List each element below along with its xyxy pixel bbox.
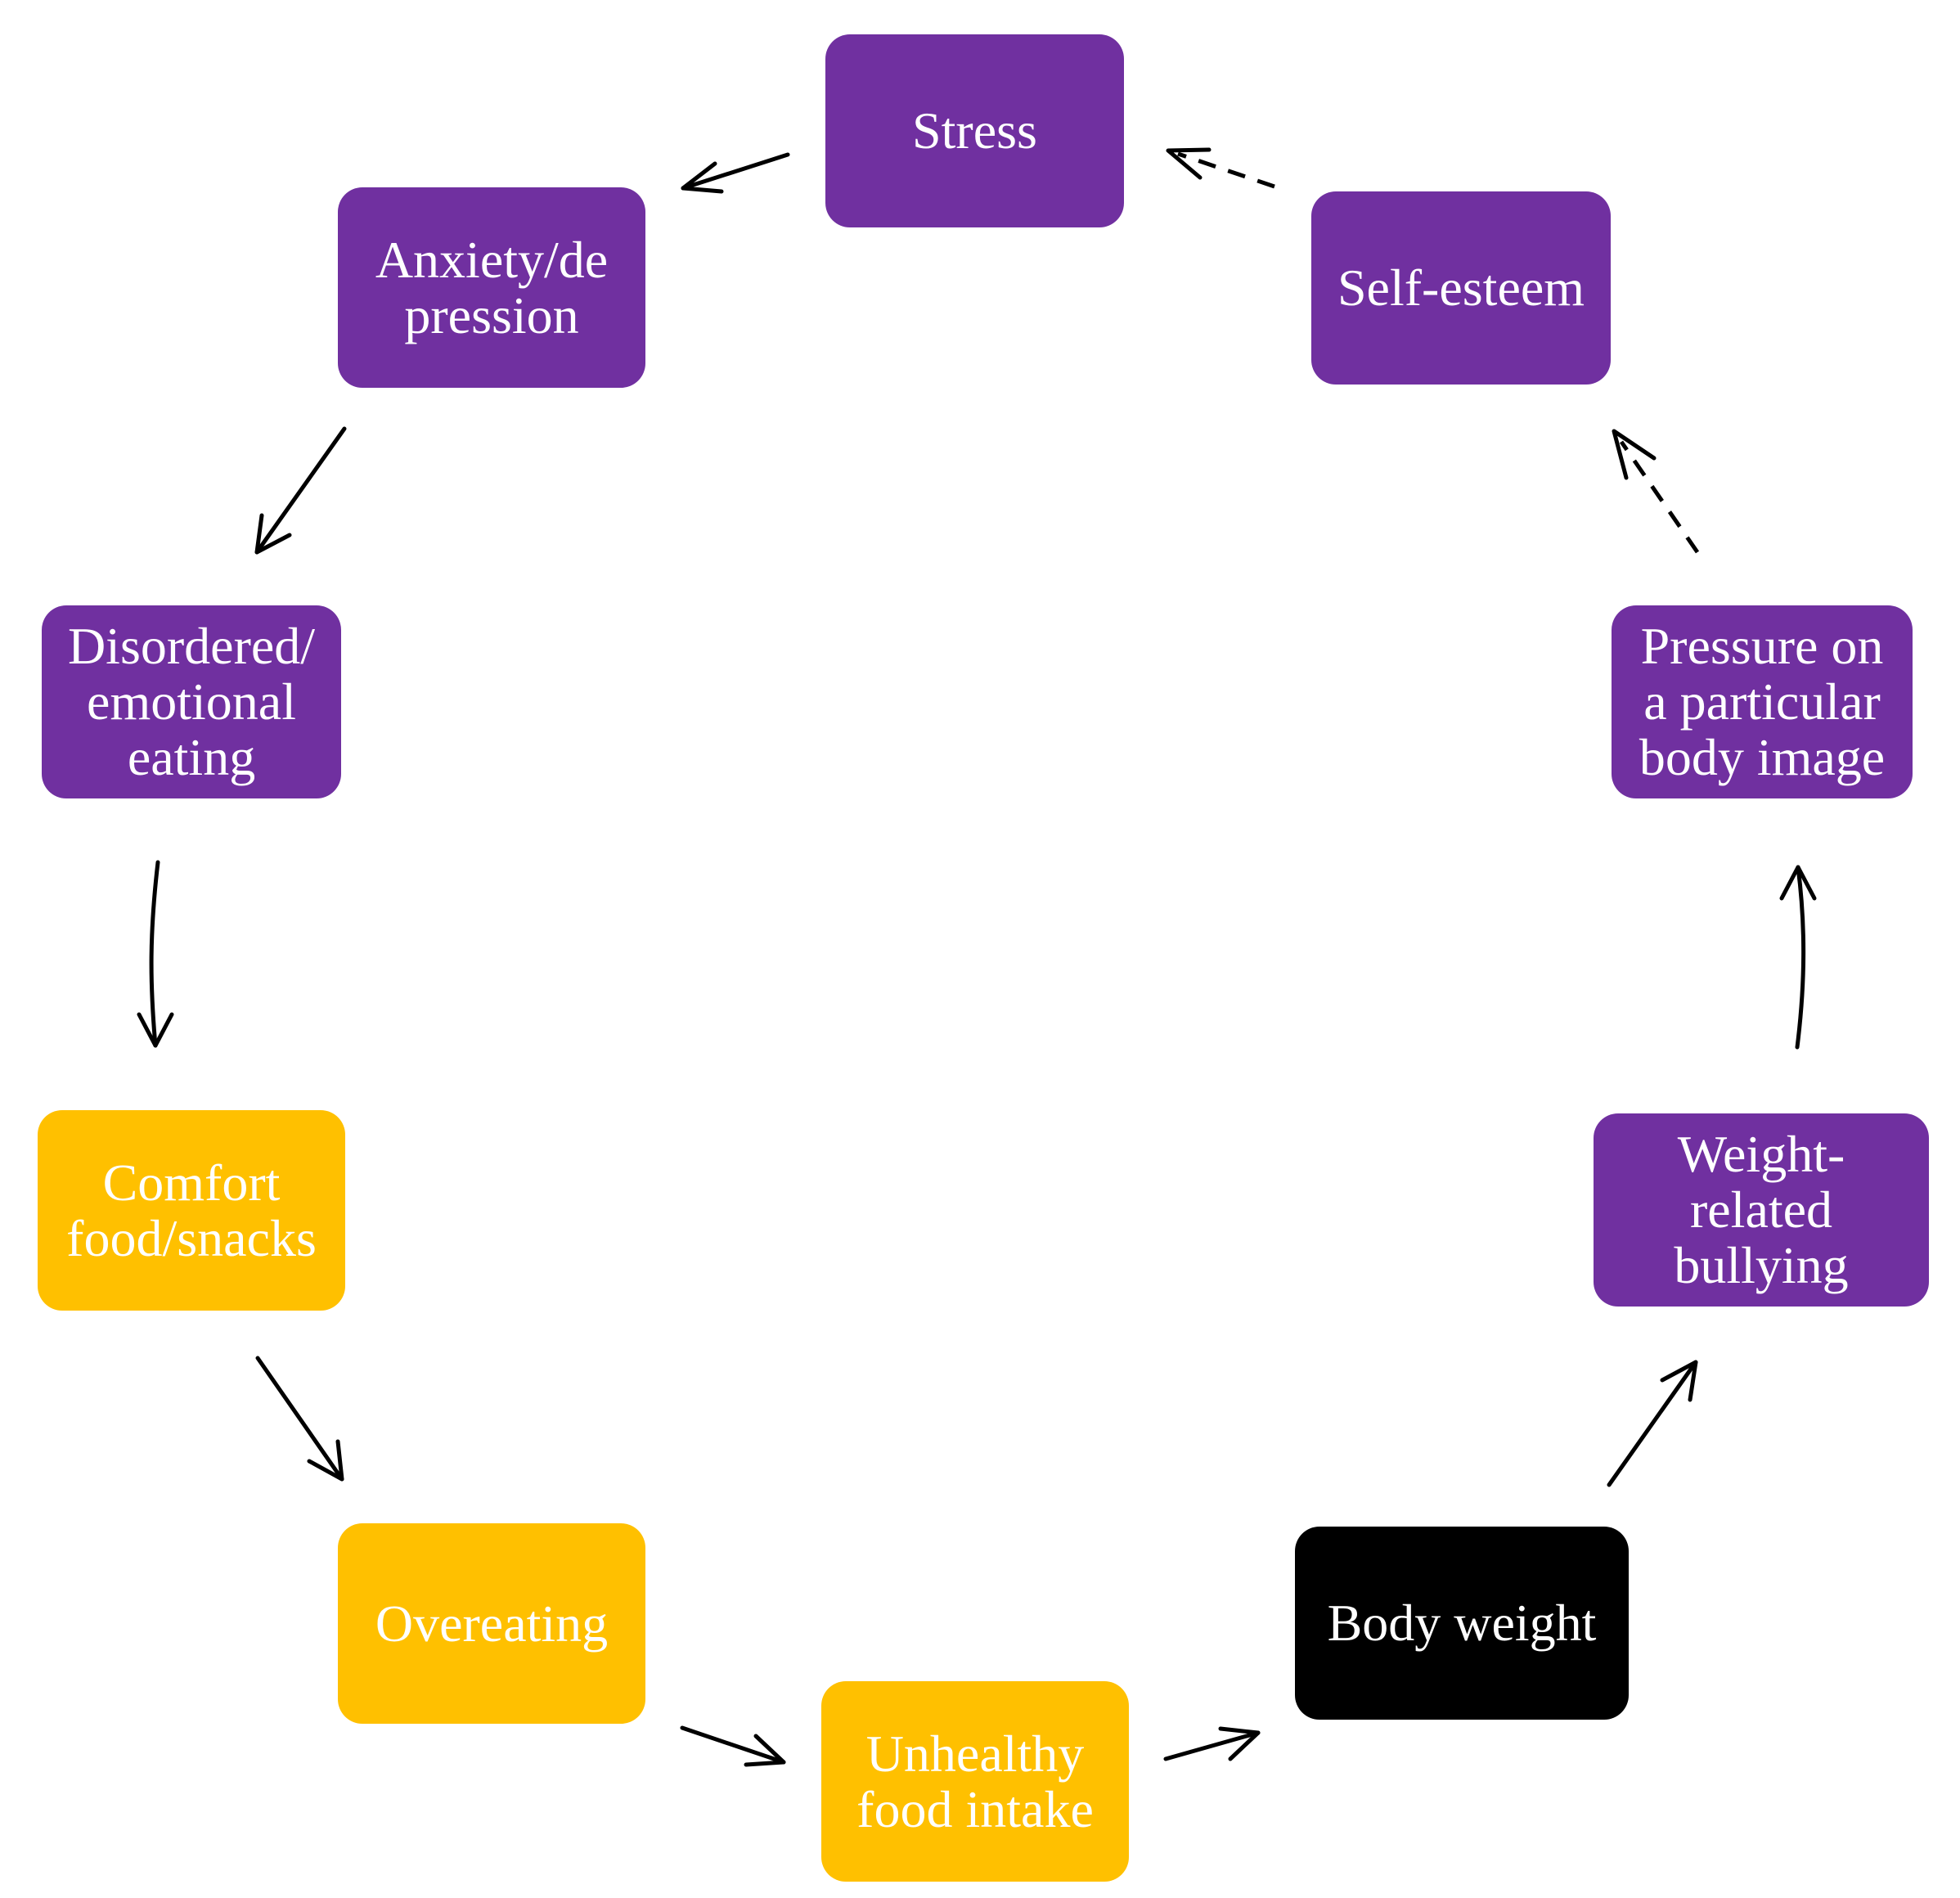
arrow-comfort-food-to-overeating	[255, 1356, 344, 1482]
node-disordered-eating: Disordered/ emotional eating	[42, 605, 341, 798]
node-label-comfort-food: Comfort food/snacks	[66, 1153, 317, 1267]
arrow-pressure-to-self-esteem	[1612, 429, 1700, 554]
arrow-body-weight-to-weight-bullying	[1607, 1360, 1698, 1487]
arrow-anxiety-to-disordered-eating	[254, 426, 347, 555]
node-overeating: Overeating	[338, 1523, 645, 1724]
node-stress: Stress	[825, 34, 1124, 227]
node-label-pressure-body-image: Pressure on a particular body image	[1639, 617, 1886, 786]
node-self-esteem: Self-esteem	[1311, 191, 1611, 385]
node-pressure-body-image: Pressure on a particular body image	[1612, 605, 1913, 798]
node-unhealthy-food: Unhealthy food intake	[821, 1681, 1129, 1882]
node-label-body-weight: Body weight	[1327, 1594, 1597, 1652]
arrow-overeating-to-unhealthy-food	[680, 1725, 786, 1767]
node-label-weight-bullying: Weight- related bullying	[1674, 1125, 1849, 1294]
node-weight-bullying: Weight- related bullying	[1594, 1113, 1929, 1307]
node-label-disordered-eating: Disordered/ emotional eating	[67, 617, 316, 786]
node-label-overeating: Overeating	[375, 1594, 609, 1653]
node-body-weight: Body weight	[1295, 1527, 1629, 1720]
arrow-unhealthy-food-to-body-weight	[1163, 1726, 1261, 1761]
arrow-stress-to-anxiety	[681, 152, 790, 194]
arrow-disordered-eating-to-comfort-food	[137, 860, 174, 1048]
node-comfort-food: Comfort food/snacks	[38, 1110, 345, 1311]
arrow-weight-bullying-to-pressure	[1779, 865, 1817, 1050]
arrow-self-esteem-to-stress	[1166, 147, 1275, 189]
node-label-self-esteem: Self-esteem	[1337, 259, 1585, 317]
node-anxiety-depression: Anxiety/de pression	[338, 187, 645, 388]
node-label-stress: Stress	[912, 101, 1037, 160]
node-label-unhealthy-food: Unhealthy food intake	[856, 1724, 1094, 1838]
node-label-anxiety-depression: Anxiety/de pression	[375, 230, 609, 344]
